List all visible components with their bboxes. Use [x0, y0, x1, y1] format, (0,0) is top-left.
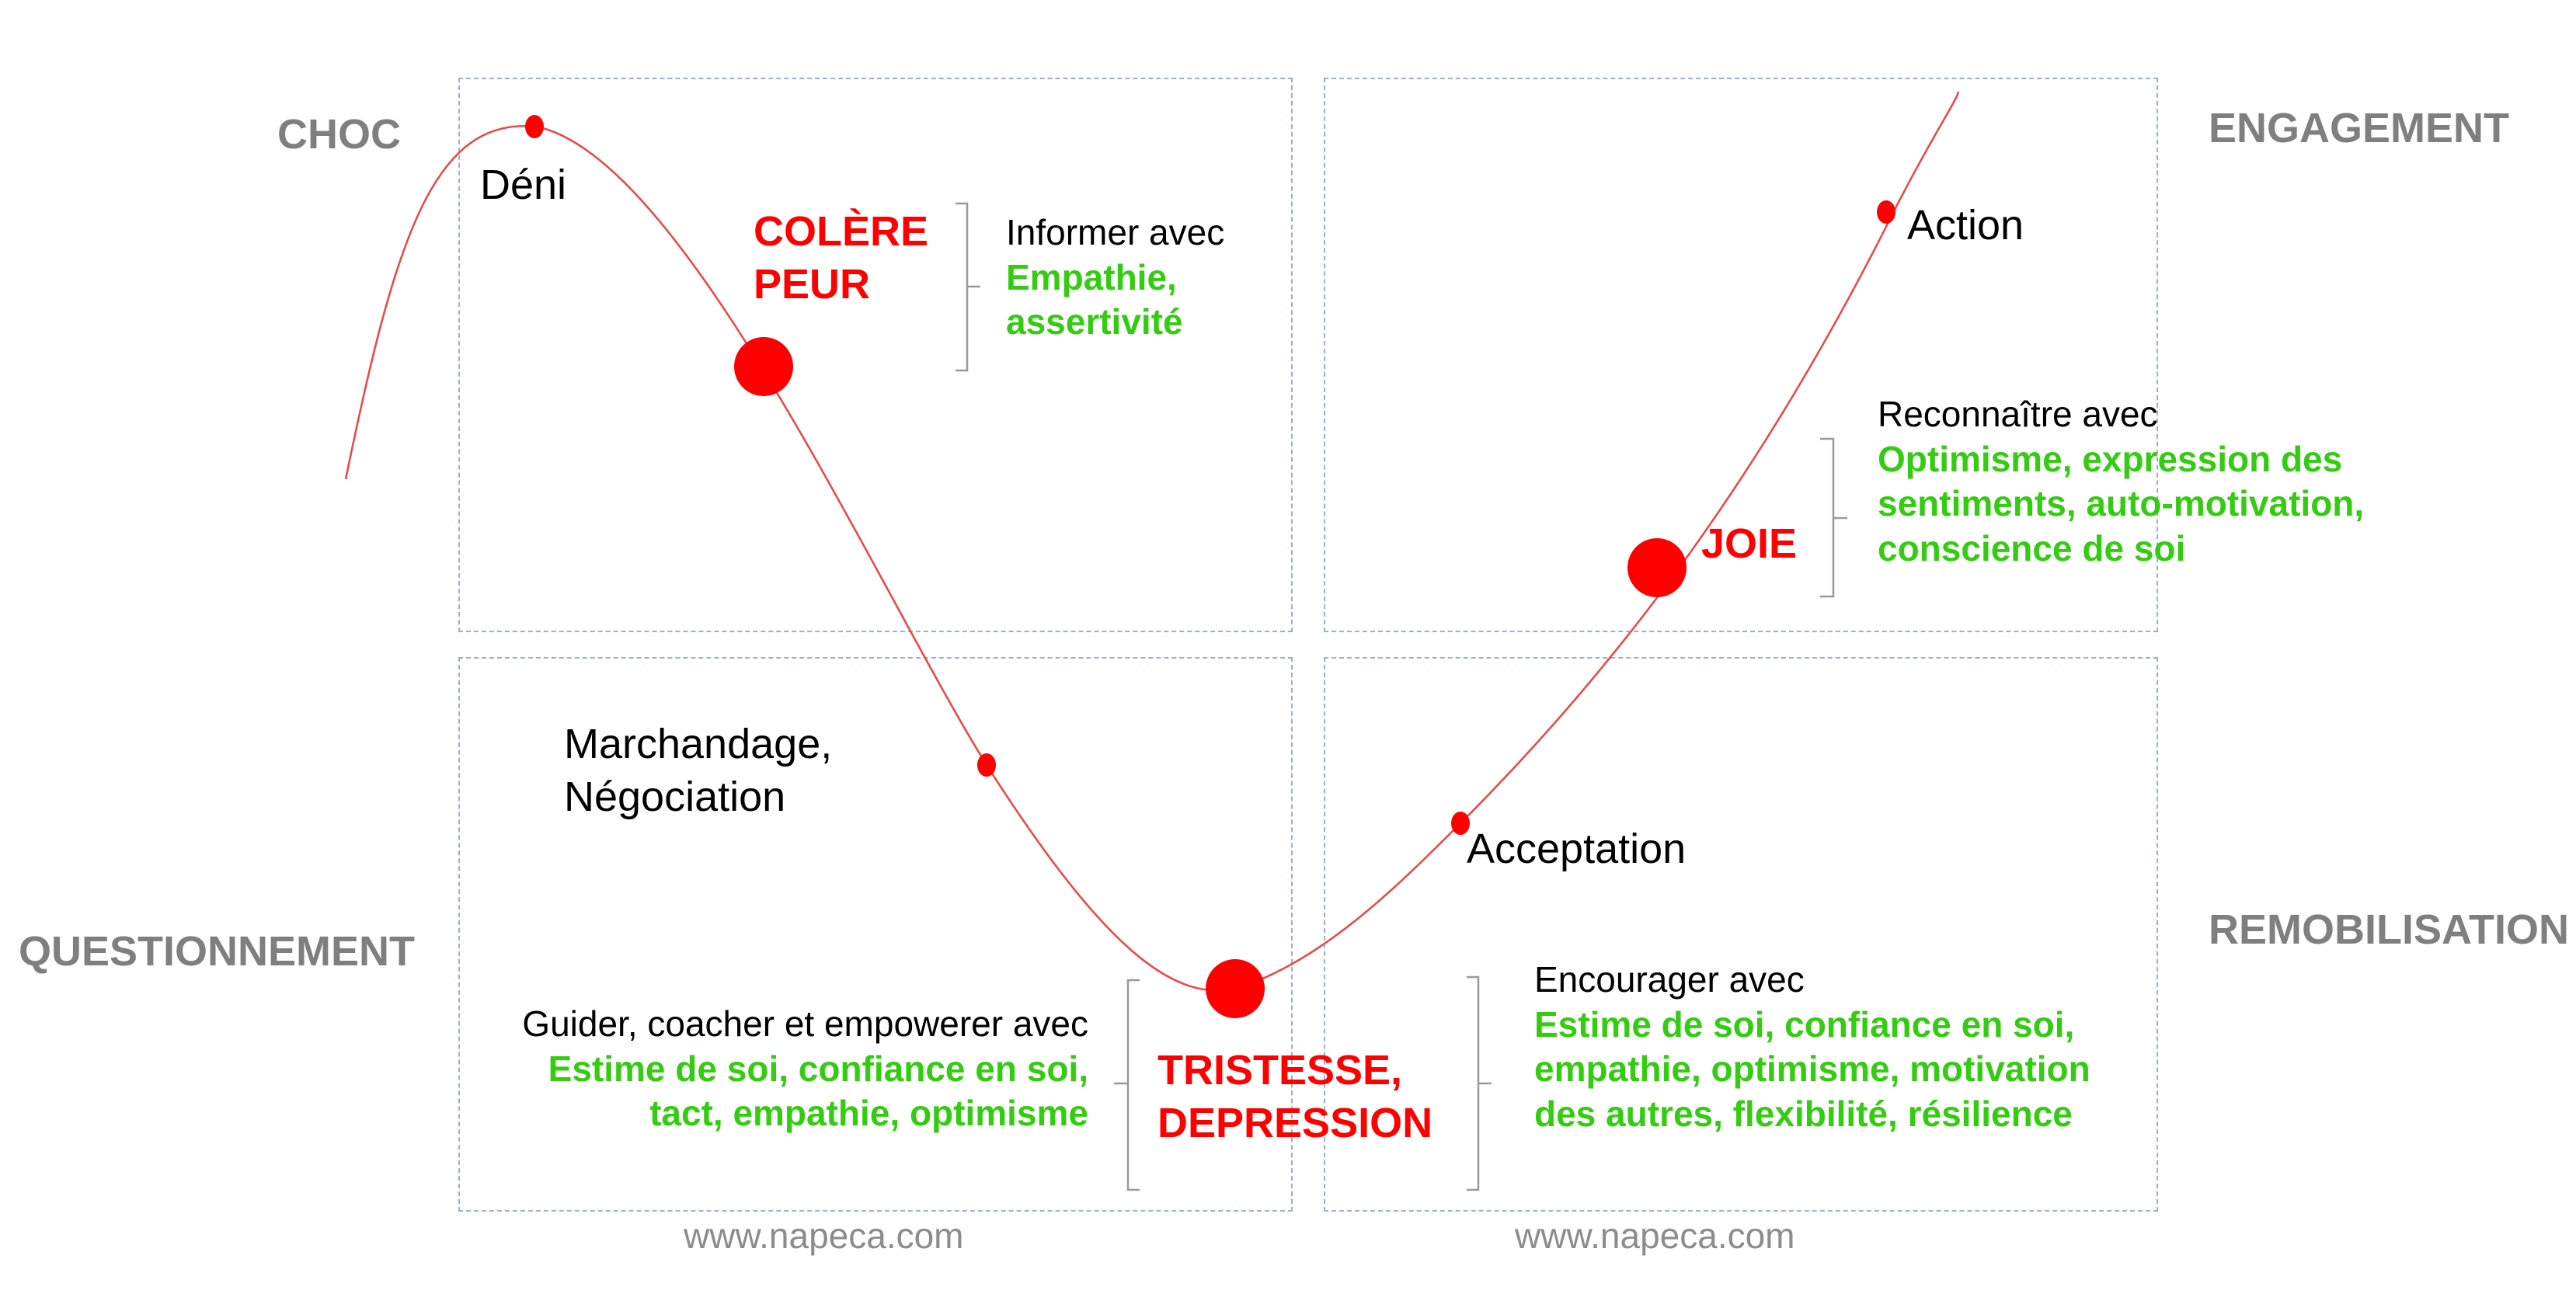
stage-label-marchandage-line-2: Négociation — [564, 773, 786, 820]
website-watermark-right: www.napeca.com — [1515, 1215, 1795, 1256]
dot-acceptation — [1451, 812, 1470, 835]
guidance-guider-skill-2: tact, empathie, optimisme — [649, 1093, 1088, 1133]
guidance-guider: Guider, coacher et empowerer avec Estime… — [522, 1002, 1088, 1136]
guidance-informer-intro: Informer avec — [1006, 212, 1225, 252]
corner-label-questionnement: QUESTIONNEMENT — [19, 928, 416, 975]
emotion-label-colere: COLÈRE — [754, 208, 929, 255]
guidance-encourager: Encourager avec Estime de soi, confiance… — [1534, 958, 2090, 1136]
stage-label-deni: Déni — [480, 162, 567, 208]
bracket-reconnaitre — [1820, 437, 1847, 598]
guidance-encourager-intro: Encourager avec — [1534, 959, 1805, 1000]
guidance-informer-skill-2: assertivité — [1006, 301, 1183, 342]
corner-label-choc: CHOC — [277, 111, 401, 158]
quadrant-bottom-left — [458, 657, 1293, 1212]
guidance-informer: Informer avec Empathie, assertivité — [1006, 210, 1224, 345]
dot-action — [1877, 200, 1895, 224]
bracket-informer — [956, 202, 980, 372]
bracket-guider — [1114, 979, 1140, 1191]
bracket-encourager — [1467, 975, 1492, 1191]
guidance-encourager-skill-2: empathie, optimisme, motivation — [1534, 1048, 2090, 1089]
dot-tristesse — [1206, 959, 1265, 1018]
corner-label-remobilisation: REMOBILISATION — [2209, 906, 2569, 953]
dot-colere-peur — [734, 337, 793, 396]
guidance-guider-skill-1: Estime de soi, confiance en soi, — [548, 1048, 1088, 1089]
guidance-reconnaitre-skill-1: Optimisme, expression des — [1878, 438, 2343, 479]
emotion-label-tristesse: TRISTESSE, — [1157, 1047, 1403, 1094]
website-watermark-left: www.napeca.com — [684, 1215, 964, 1256]
emotion-label-colere-peur: COLÈRE PEUR — [754, 206, 928, 311]
dot-joie — [1627, 538, 1687, 597]
stage-label-marchandage: Marchandage, Négociation — [564, 718, 832, 823]
quadrant-top-right — [1324, 78, 2158, 632]
guidance-encourager-skill-1: Estime de soi, confiance en soi, — [1534, 1003, 2075, 1045]
dot-marchandage — [977, 753, 996, 777]
guidance-guider-intro: Guider, coacher et empowerer avec — [522, 1003, 1088, 1044]
guidance-encourager-skill-3: des autres, flexibilité, résilience — [1534, 1093, 2073, 1134]
corner-label-engagement: ENGAGEMENT — [2209, 105, 2510, 151]
quadrant-top-left — [458, 78, 1293, 632]
quadrant-bottom-right — [1324, 657, 2158, 1212]
stage-label-action: Action — [1907, 202, 2024, 249]
dot-deni — [525, 115, 544, 138]
guidance-informer-skill-1: Empathie, — [1006, 256, 1177, 297]
emotion-label-peur: PEUR — [754, 260, 871, 308]
guidance-reconnaitre-skill-3: conscience de soi — [1878, 527, 2186, 569]
guidance-reconnaitre-intro: Reconnaître avec — [1878, 394, 2158, 434]
stage-label-acceptation: Acceptation — [1467, 826, 1687, 872]
guidance-reconnaitre-skill-2: sentiments, auto-motivation, — [1878, 483, 2365, 523]
emotion-label-joie: JOIE — [1701, 520, 1798, 567]
emotion-label-tristesse-depression: TRISTESSE, DEPRESSION — [1157, 1045, 1432, 1149]
stage-label-marchandage-line-1: Marchandage, — [564, 721, 833, 767]
guidance-reconnaitre: Reconnaître avec Optimisme, expression d… — [1878, 392, 2364, 571]
emotion-label-depression: DEPRESSION — [1157, 1099, 1433, 1146]
